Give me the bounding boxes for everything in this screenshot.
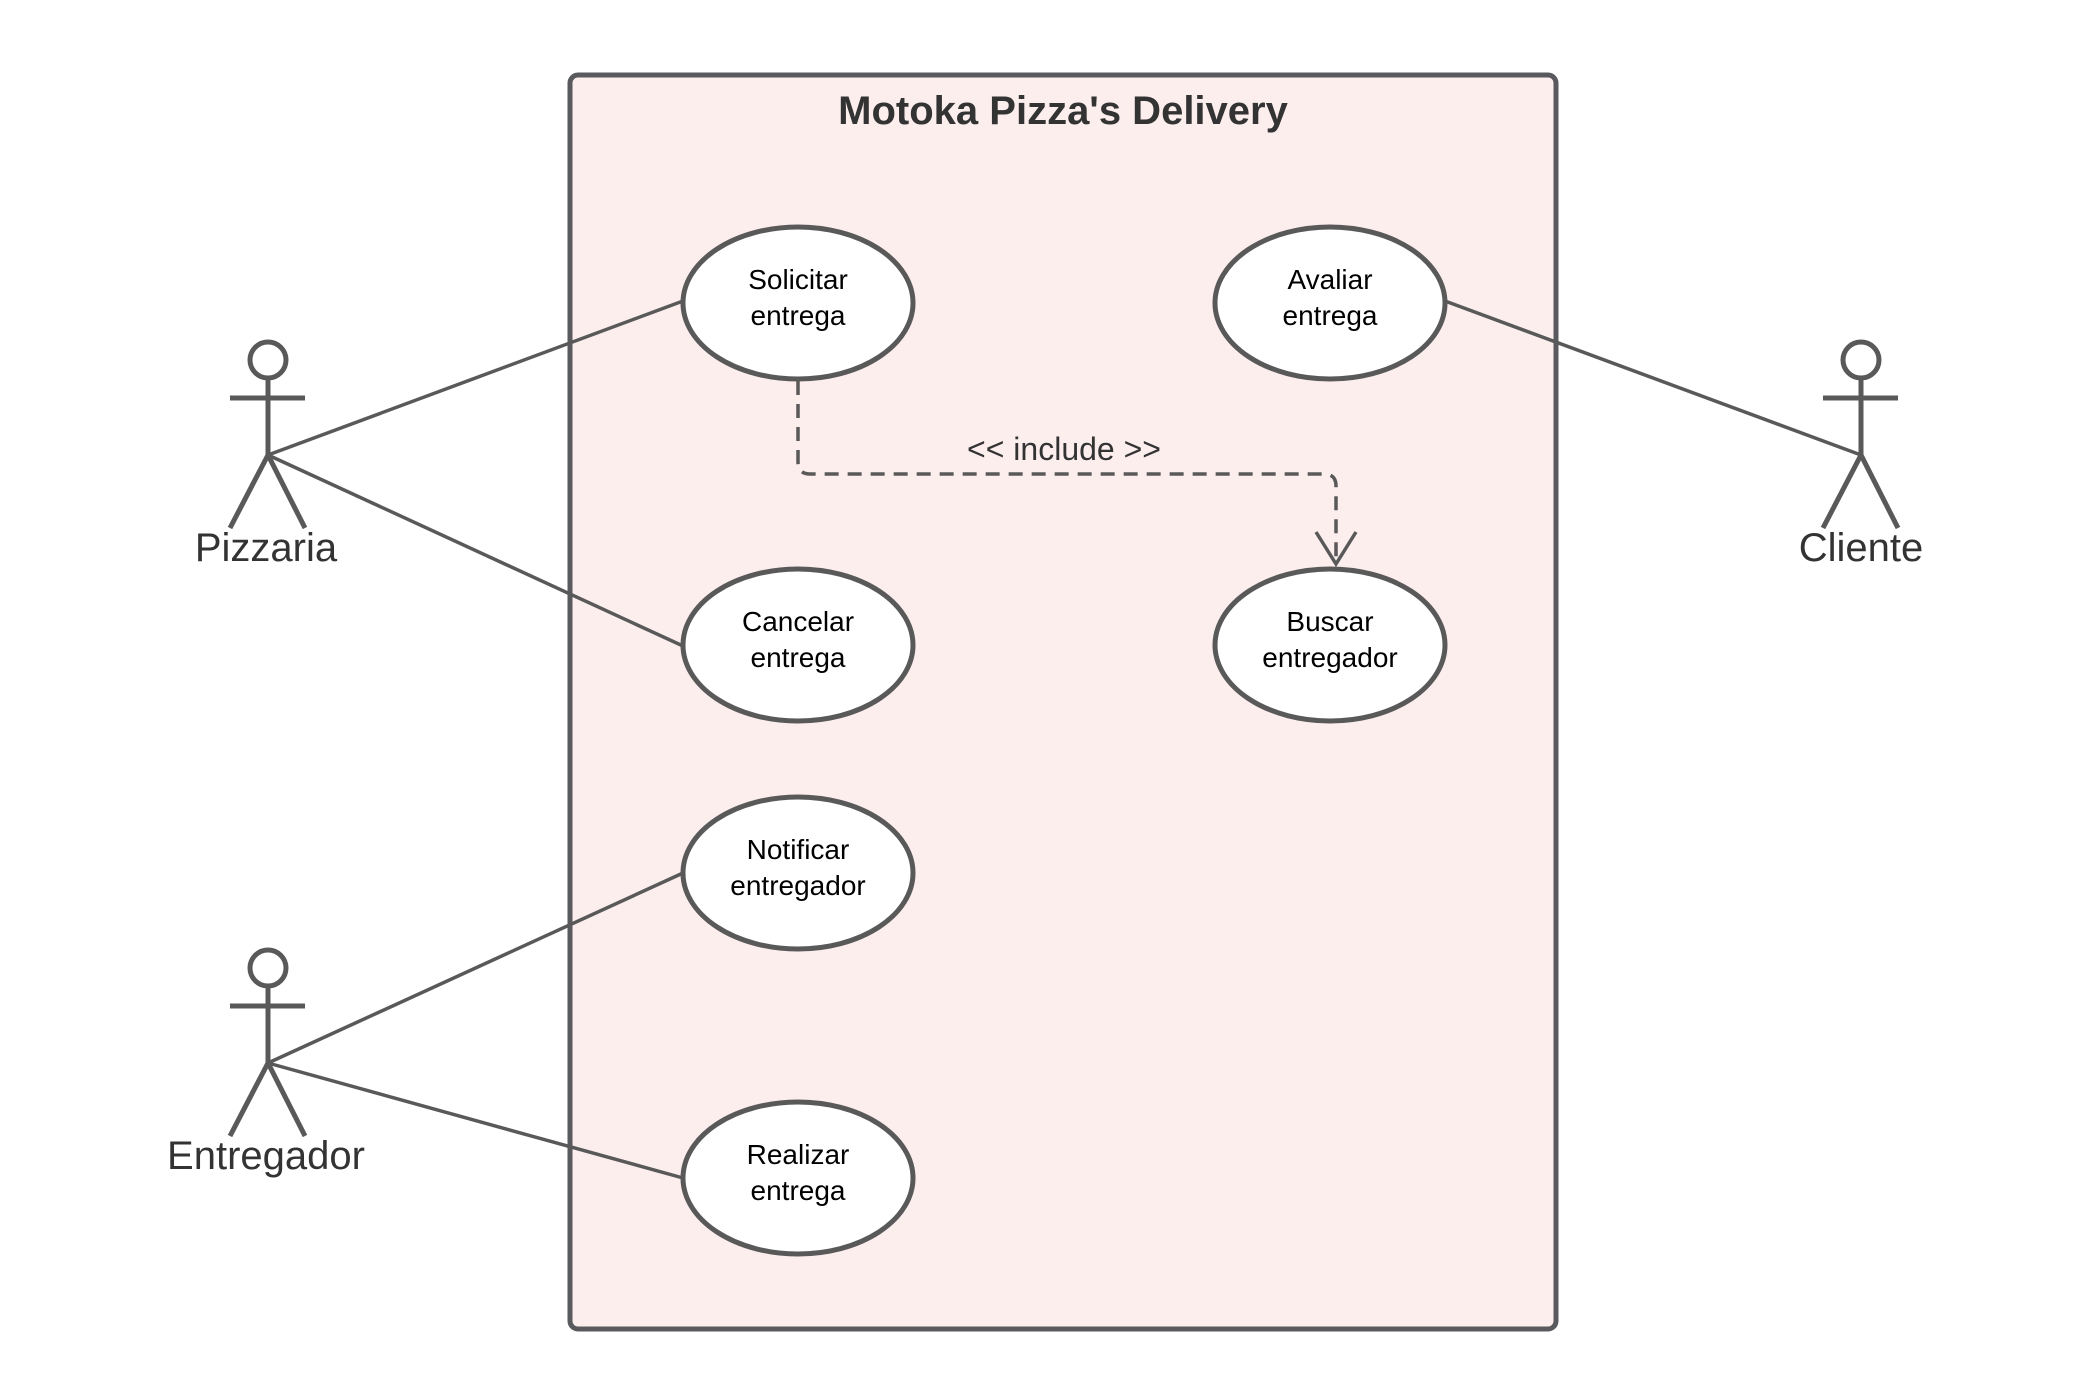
use-case-label: entrega — [751, 642, 846, 673]
use-case-label: entrega — [1283, 300, 1378, 331]
include-arrowhead — [1314, 531, 1358, 568]
use-case-label: Avaliar — [1287, 264, 1372, 295]
use-case-label: Buscar — [1286, 606, 1373, 637]
actor-label-cliente: Cliente — [1799, 526, 1924, 570]
use-case-label: Cancelar — [742, 606, 854, 637]
assoc-cliente-avaliar — [1444, 299, 1862, 457]
use-case-label: entrega — [751, 1175, 846, 1206]
use-case-label: entregador — [1262, 642, 1397, 673]
actor-label-entregador: Entregador — [167, 1134, 365, 1178]
assoc-entregador-realizar — [267, 1061, 684, 1180]
use-case-notificar-entregador[interactable]: Notificar entregador — [680, 794, 916, 952]
use-case-label: Notificar — [747, 834, 850, 865]
assoc-entregador-notificar — [267, 871, 684, 1065]
system-title: Motoka Pizza's Delivery — [838, 89, 1288, 133]
use-case-label: Realizar — [747, 1139, 850, 1170]
include-relation — [796, 381, 1338, 562]
actor-cliente[interactable]: Cliente — [1799, 339, 1924, 570]
use-case-label: entregador — [730, 870, 865, 901]
assoc-pizzaria-cancelar — [267, 453, 684, 648]
use-case-avaliar-entrega[interactable]: Avaliar entrega — [1212, 224, 1448, 382]
actor-head-icon — [247, 947, 289, 989]
use-case-realizar-entrega[interactable]: Realizar entrega — [680, 1099, 916, 1257]
actor-head-icon — [247, 339, 289, 381]
use-case-cancelar-entrega[interactable]: Cancelar entrega — [680, 566, 916, 724]
use-case-label: entrega — [751, 300, 846, 331]
actor-label-pizzaria: Pizzaria — [195, 526, 338, 570]
actor-head-icon — [1840, 339, 1882, 381]
actor-entregador[interactable]: Entregador — [167, 947, 365, 1178]
actor-pizzaria[interactable]: Pizzaria — [195, 339, 338, 570]
assoc-pizzaria-solicitar — [267, 299, 684, 457]
use-case-label: Solicitar — [748, 264, 848, 295]
include-label: << include >> — [967, 431, 1161, 467]
use-case-solicitar-entrega[interactable]: Solicitar entrega — [680, 224, 916, 382]
system-boundary — [567, 72, 1559, 1332]
use-case-buscar-entregador[interactable]: Buscar entregador — [1212, 566, 1448, 724]
